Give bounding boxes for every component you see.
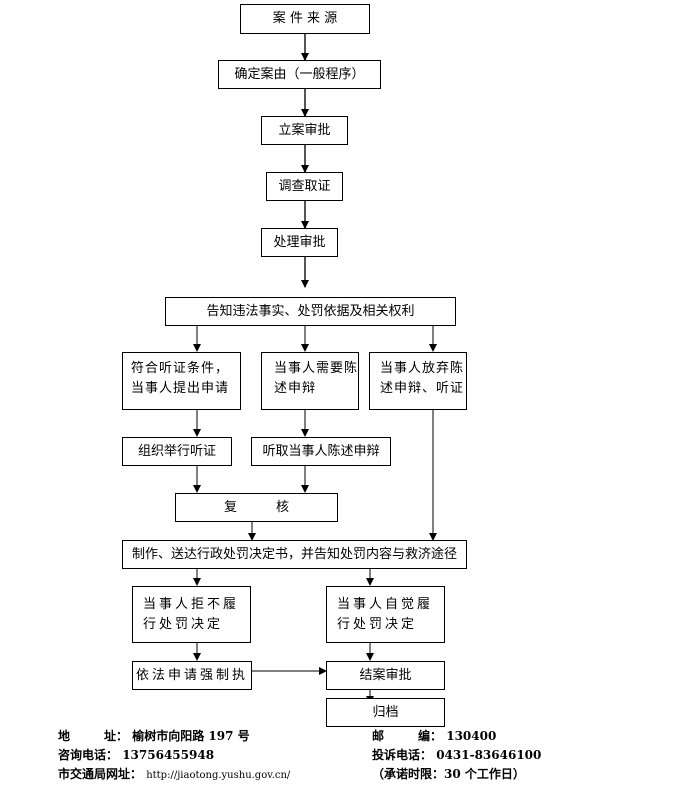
address-value: 榆树市向阳路 197 号	[132, 729, 250, 743]
website-line: 市交通局网址： http://jiaotong.yushu.gov.cn/	[58, 765, 290, 785]
postcode-value: 130400	[446, 729, 497, 743]
address-label: 地	[58, 729, 71, 743]
website-label: 市交通局网址：	[58, 767, 143, 781]
node-filing-approval: 立案审批	[261, 116, 348, 145]
node-hear-statement: 听取当事人陈述申辩	[251, 437, 391, 466]
node-handling-approval: 处理审批	[261, 228, 338, 257]
complaint-phone: 0431-83646100	[436, 748, 542, 762]
time-limit-line: （承诺时限：30 个工作日）	[372, 765, 541, 784]
node-review: 复 核	[175, 493, 338, 522]
consult-label: 咨询电话：	[58, 748, 119, 762]
address-line: 地 址： 榆树市向阳路 197 号	[58, 727, 290, 746]
node-investigation: 调查取证	[266, 172, 343, 201]
complaint-line: 投诉电话： 0431-83646100	[372, 746, 541, 765]
address-label-suffix: 址：	[104, 729, 129, 743]
postcode-label: 邮	[372, 729, 385, 743]
complaint-label: 投诉电话：	[372, 748, 433, 762]
node-waive-statement: 当事人放弃陈述申辩、听证	[369, 352, 467, 410]
node-refuse-perform: 当事人拒不履行处罚决定	[132, 586, 251, 643]
consult-line: 咨询电话： 13756455948	[58, 746, 290, 765]
time-limit: （承诺时限：30 个工作日）	[372, 767, 525, 781]
node-archive: 归档	[326, 698, 445, 727]
node-case-source: 案 件 来 源	[240, 4, 370, 34]
node-notify-rights: 告知违法事实、处罚依据及相关权利	[165, 297, 456, 326]
node-need-statement: 当事人需要陈述申辩	[261, 352, 359, 410]
node-closing-approval: 结案审批	[326, 661, 445, 690]
website-link[interactable]: http://jiaotong.yushu.gov.cn/	[146, 770, 291, 781]
consult-phone: 13756455948	[122, 748, 215, 762]
node-issue-decision: 制作、送达行政处罚决定书，并告知处罚内容与救济途径	[122, 540, 467, 569]
postcode-label-suffix: 编：	[418, 729, 443, 743]
node-enforcement: 依法申请强制执	[132, 661, 252, 690]
footer-left: 地 址： 榆树市向阳路 197 号 咨询电话： 13756455948 市交通局网…	[58, 727, 290, 785]
node-determine-cause: 确定案由（一般程序）	[218, 60, 381, 89]
footer-right: 邮 编： 130400 投诉电话： 0431-83646100 （承诺时限：30 …	[372, 727, 541, 784]
node-voluntary-perform: 当事人自觉履行处罚决定	[326, 586, 445, 643]
node-organize-hearing: 组织举行听证	[122, 437, 232, 466]
node-hearing-request: 符合听证条件，当事人提出申请	[122, 352, 241, 410]
postcode-line: 邮 编： 130400	[372, 727, 541, 746]
